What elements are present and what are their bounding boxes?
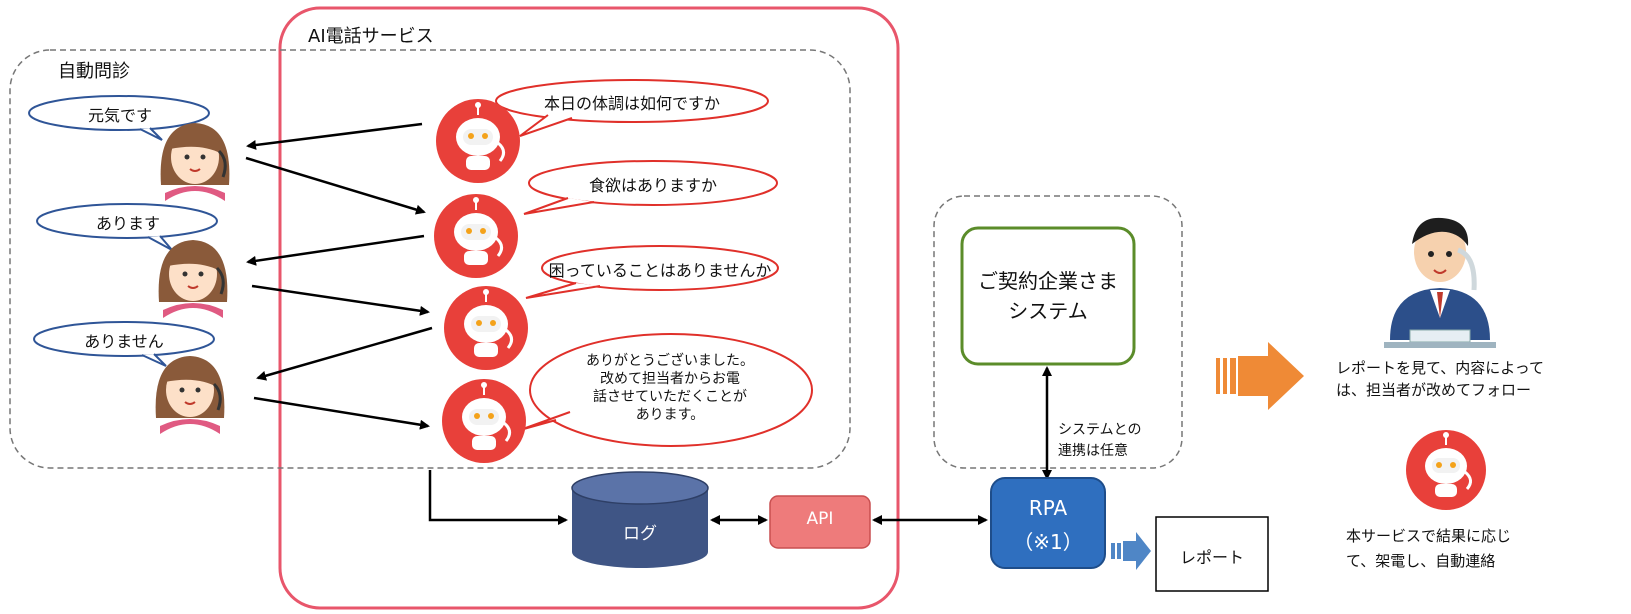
arrow-patient1-to-bot2 [245,156,426,215]
bot-bubble-3 [525,245,779,299]
bot-bubble-1 [495,79,769,137]
arrow-to-log [428,470,568,525]
arrow-patient3-to-bot4 [253,396,430,430]
bot-bubble-2-text: 食欲はありますか [588,176,717,195]
robot-icon [444,286,528,370]
client-system-container [933,195,1183,469]
bot-bubble-2 [523,160,778,215]
patient-icon [155,356,225,434]
rpa-label-line2: （※1） [1013,530,1083,554]
arrow-bot2-to-patient2 [246,234,425,266]
auto-interview-title: 自動問診 [58,61,130,82]
rpa-label-line1: RPA [1028,496,1068,520]
arrow-bot1-to-patient1 [246,122,423,150]
rpa-to-report-arrow [1111,532,1151,570]
patient-bubble-2 [36,203,218,251]
log-cylinder [571,471,709,568]
log-label: ログ [623,524,657,544]
bot-bubble-4 [519,333,813,447]
patient-bubble-1-text: 元気です [87,106,152,125]
rpa-box [990,477,1106,569]
client-system-box [960,226,1136,366]
report-box [1155,516,1269,592]
arrow-patient2-to-bot3 [251,284,430,316]
report-label: レポート [1179,548,1244,567]
staff-followup-text: レポートを見て、内容によって は、担当者が改めてフォロー [1336,359,1545,399]
patient-icon [160,123,230,201]
robot-icon [436,99,520,183]
auto-contact-text: 本サービスで結果に応じ て、架電し、自動連絡 [1346,527,1512,570]
bot-bubble-1-text: 本日の体調は如何ですか [543,94,720,113]
patient-bubble-3 [33,321,215,367]
robot-icon [1406,430,1486,510]
api-box [769,495,871,549]
patient-bubble-1 [28,95,210,141]
client-system-label: ご契約企業さま システム [978,269,1118,323]
robot-icon [434,194,518,278]
api-label: API [806,509,834,529]
arrow-bot3-to-patient3 [256,326,433,381]
bot-bubble-4-text: ありがとうございました。 改めて担当者からお電 話させていただくことが あります… [586,353,754,423]
auto-interview-container [9,49,851,469]
robot-icon [442,379,526,463]
ai-service-title: AI電話サービス [308,26,434,47]
patient-bubble-3-text: ありません [84,332,164,351]
patient-bubble-2-text: あります [95,214,160,233]
ai-service-container [278,6,900,610]
bot-bubble-3-text: 困っていることはありませんか [548,261,772,280]
operator-on-phone-icon [1384,217,1496,348]
integration-note: システムとの 連携は任意 [1058,422,1142,459]
big-orange-arrow [1216,342,1304,410]
patient-icon [158,240,228,318]
